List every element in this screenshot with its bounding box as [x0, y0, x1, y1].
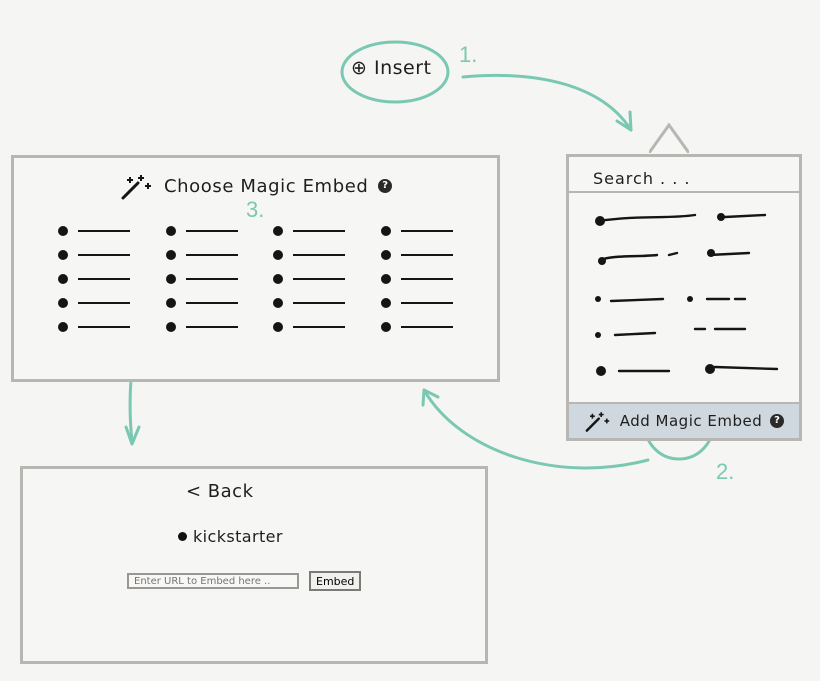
search-results — [595, 213, 779, 376]
embed-option[interactable] — [380, 272, 489, 286]
option-icon — [273, 226, 283, 236]
option-icon — [380, 274, 391, 284]
embed-url-row: Embed — [127, 571, 362, 591]
option-label-line — [78, 254, 130, 256]
option-icon — [273, 274, 283, 284]
option-icon — [58, 274, 68, 284]
option-icon — [380, 298, 391, 308]
option-label-line — [293, 254, 345, 256]
search-panel-caret — [649, 123, 689, 153]
option-icon — [58, 298, 68, 308]
option-label-line — [185, 278, 238, 280]
option-icon — [58, 226, 68, 236]
url-input[interactable] — [127, 573, 299, 589]
embed-option[interactable] — [380, 320, 489, 334]
embed-option[interactable] — [165, 248, 274, 262]
embed-option[interactable] — [165, 224, 274, 238]
option-label-line — [78, 230, 130, 232]
option-label-line — [400, 326, 453, 328]
embed-option[interactable] — [165, 296, 274, 310]
option-label-line — [185, 230, 238, 232]
embed-option[interactable] — [273, 320, 381, 334]
step-marker-one: 1. — [459, 42, 478, 67]
option-label-line — [78, 278, 130, 280]
insert-highlight-circle — [340, 40, 450, 104]
search-separator — [569, 191, 799, 193]
option-label-line — [400, 254, 453, 256]
insert-button[interactable]: ⊕ Insert — [351, 57, 431, 79]
step-marker-two: 2. — [716, 459, 735, 484]
embed-detail-panel: < Back kickstarter Embed — [20, 466, 488, 664]
option-icon — [273, 298, 283, 308]
help-icon: ? — [770, 414, 785, 428]
option-icon — [165, 322, 176, 332]
embed-option[interactable] — [380, 224, 489, 238]
embed-option[interactable] — [165, 320, 274, 334]
option-icon — [165, 298, 176, 308]
option-label-line — [400, 278, 453, 280]
embed-option[interactable] — [273, 272, 381, 286]
selected-service-row: kickstarter — [178, 527, 283, 546]
arrow-add-to-choose — [422, 388, 650, 470]
option-icon — [58, 322, 68, 332]
choose-magic-embed-panel: Choose Magic Embed ? — [11, 155, 500, 382]
search-panel: Search . . . — [566, 123, 802, 441]
embed-option[interactable] — [273, 296, 381, 310]
option-label-line — [293, 230, 345, 232]
option-icon — [165, 226, 176, 236]
embed-button[interactable]: Embed — [309, 571, 362, 591]
option-label-line — [293, 278, 345, 280]
search-input[interactable]: Search . . . — [593, 169, 691, 188]
embed-option[interactable] — [380, 248, 489, 262]
option-label-line — [400, 230, 453, 232]
help-icon: ? — [378, 179, 393, 193]
option-label-line — [400, 302, 453, 304]
embed-option[interactable] — [58, 248, 166, 262]
option-icon — [380, 322, 391, 332]
option-icon — [273, 322, 283, 332]
choose-title: Choose Magic Embed — [164, 175, 369, 197]
option-label-line — [78, 302, 130, 304]
embed-option[interactable] — [273, 248, 381, 262]
arrow-choose-head — [124, 425, 141, 446]
insert-label: Insert — [373, 57, 432, 79]
embed-option[interactable] — [165, 272, 274, 286]
back-link[interactable]: < Back — [186, 481, 254, 502]
embed-option[interactable] — [273, 224, 381, 238]
add-magic-embed-button[interactable]: Add Magic Embed ? — [569, 402, 799, 438]
option-icon — [273, 250, 283, 260]
option-icon — [380, 226, 391, 236]
option-label-line — [185, 254, 238, 256]
choose-title-row: Choose Magic Embed ? — [120, 171, 393, 201]
arrow-add-head — [421, 388, 440, 407]
magic-wand-icon — [121, 175, 151, 200]
embed-option[interactable] — [380, 296, 489, 310]
magic-wand-icon — [585, 412, 609, 432]
embed-option[interactable] — [58, 272, 166, 286]
arrow-insert-head — [615, 110, 633, 132]
arrow-insert-to-search — [461, 73, 633, 132]
option-icon — [165, 274, 176, 284]
option-icon — [165, 250, 176, 260]
insert-plus-icon: ⊕ — [351, 57, 368, 79]
option-icon — [58, 250, 68, 260]
step-marker-three: 3. — [246, 197, 265, 222]
embed-option[interactable] — [58, 296, 166, 310]
kickstarter-icon — [178, 532, 187, 541]
option-label-line — [78, 326, 130, 328]
add-magic-embed-label: Add Magic Embed — [619, 412, 763, 430]
embed-option[interactable] — [58, 224, 166, 238]
embed-option-grid — [58, 224, 488, 334]
option-label-line — [293, 302, 345, 304]
option-label-line — [185, 302, 238, 304]
option-icon — [380, 250, 391, 260]
option-label-line — [185, 326, 238, 328]
option-label-line — [293, 326, 345, 328]
embed-option[interactable] — [58, 320, 166, 334]
service-label: kickstarter — [193, 527, 283, 546]
